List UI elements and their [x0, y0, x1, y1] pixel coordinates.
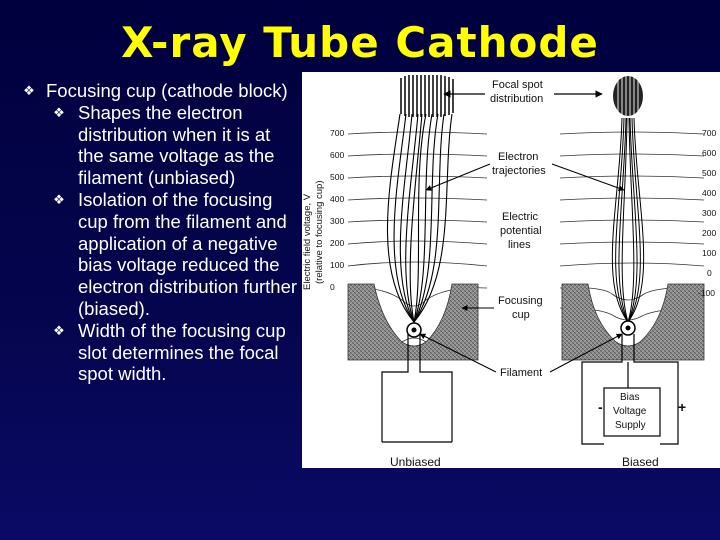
- svg-text:400: 400: [702, 188, 716, 198]
- cathode-diagram: 700 600 500 400 300 200 100 0 700 600 50…: [302, 72, 720, 468]
- label-electric: Electric: [502, 211, 539, 223]
- svg-text:0: 0: [330, 282, 335, 292]
- wiring-right: [581, 334, 679, 445]
- bullet-focusing-cup: ❖ Focusing cup (cathode block): [18, 80, 300, 102]
- label-focusing: Focusing: [498, 295, 543, 307]
- label-biased: Biased: [622, 455, 659, 468]
- label-lines: lines: [508, 239, 531, 251]
- slide-title: X-ray Tube Cathode: [121, 18, 599, 67]
- potential-lines-left: [347, 131, 488, 307]
- bullet-text: Focusing cup (cathode block): [46, 80, 288, 101]
- svg-text:700: 700: [330, 128, 344, 138]
- label-electron: Electron: [498, 151, 538, 163]
- svg-text:500: 500: [330, 172, 344, 182]
- label-distribution: distribution: [490, 93, 543, 105]
- cathode-diagram-svg: 700 600 500 400 300 200 100 0 700 600 50…: [302, 74, 716, 468]
- label-potential: potential: [500, 225, 542, 237]
- right-axis-ticks: 700 600 500 400 300 200 100 0 -100: [698, 128, 716, 298]
- trajectories-biased: [611, 117, 645, 323]
- trajectories-unbiased: [386, 113, 453, 323]
- svg-text:200: 200: [330, 238, 344, 248]
- focal-spot-biased: [613, 76, 643, 116]
- svg-text:Electric field voltage, V: Electric field voltage, V: [302, 193, 313, 290]
- svg-text:400: 400: [330, 194, 344, 204]
- label-cup: cup: [512, 309, 530, 321]
- sub-bullet-width: ❖ Width of the focusing cup slot determi…: [18, 320, 300, 385]
- svg-text:600: 600: [330, 150, 344, 160]
- sub-bullet-unbiased: ❖ Shapes the electron distribution when …: [18, 102, 300, 189]
- svg-text:100: 100: [330, 260, 344, 270]
- sub-bullet-text: Isolation of the focusing cup from the f…: [78, 188, 298, 319]
- focusing-cup-right: [561, 283, 705, 361]
- diamond-bullet-icon: ❖: [53, 322, 65, 338]
- label-filament: Filament: [500, 367, 542, 379]
- filament-right: [620, 320, 636, 336]
- svg-text:300: 300: [702, 208, 716, 218]
- left-axis-ticks: 700 600 500 400 300 200 100 0: [330, 128, 344, 292]
- diamond-bullet-icon: ❖: [53, 191, 65, 207]
- diamond-bullet-icon: ❖: [23, 83, 35, 98]
- label-supply: Supply: [615, 420, 646, 431]
- svg-text:(relative to focusing cup): (relative to focusing cup): [314, 181, 325, 285]
- svg-text:500: 500: [702, 168, 716, 178]
- svg-text:200: 200: [702, 228, 716, 238]
- axis-label: Electric field voltage, V (relative to f…: [302, 181, 325, 291]
- focusing-cup-left: [347, 283, 479, 361]
- svg-text:300: 300: [330, 216, 344, 226]
- sub-bullet-text: Width of the focusing cup slot determine…: [78, 319, 286, 385]
- label-minus: -: [598, 399, 603, 415]
- sub-bullet-biased: ❖ Isolation of the focusing cup from the…: [18, 189, 300, 320]
- bullet-list: ❖ Focusing cup (cathode block) ❖ Shapes …: [18, 80, 300, 385]
- label-bias: Bias: [620, 392, 639, 403]
- svg-text:100: 100: [702, 248, 716, 258]
- label-focal-spot: Focal spot: [492, 79, 543, 91]
- filament-left: [406, 322, 422, 338]
- label-voltage: Voltage: [613, 406, 647, 417]
- focal-spot-unbiased: [398, 74, 458, 118]
- label-trajectories: trajectories: [492, 165, 546, 177]
- svg-text:600: 600: [702, 148, 716, 158]
- diamond-bullet-icon: ❖: [53, 104, 65, 120]
- label-unbiased: Unbiased: [390, 455, 441, 468]
- svg-text:700: 700: [702, 128, 716, 138]
- svg-text:-100: -100: [698, 288, 715, 298]
- bias-supply-box: [603, 387, 661, 437]
- label-plus: +: [678, 399, 686, 415]
- svg-text:0: 0: [707, 268, 712, 278]
- wiring-left: [381, 334, 453, 443]
- sub-bullet-text: Shapes the electron distribution when it…: [78, 101, 275, 189]
